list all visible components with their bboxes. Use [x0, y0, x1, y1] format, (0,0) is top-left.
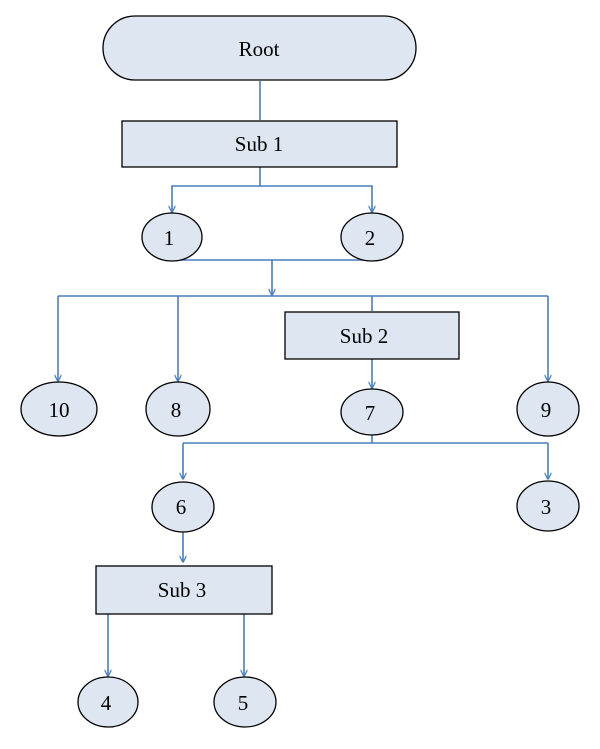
node-10: 10 [20, 381, 98, 437]
node-9: 9 [516, 381, 580, 437]
node-8: 8 [145, 381, 211, 437]
node-sub3-label: Sub 3 [158, 578, 206, 602]
node-6: 6 [151, 481, 215, 533]
node-4-label: 4 [101, 691, 112, 715]
node-sub3: Sub 3 [95, 565, 273, 615]
node-1: 1 [141, 212, 203, 262]
node-sub2-label: Sub 2 [340, 324, 388, 348]
node-6-label: 6 [176, 495, 187, 519]
node-9-label: 9 [541, 398, 552, 422]
node-root: Root [102, 15, 417, 81]
node-sub1-label: Sub 1 [235, 132, 283, 156]
node-4: 4 [77, 676, 139, 728]
node-2: 2 [340, 212, 404, 262]
edge-sub1-to-2 [260, 185, 372, 212]
node-3-label: 3 [541, 495, 552, 519]
node-10-label: 10 [49, 398, 70, 422]
node-8-label: 8 [171, 398, 182, 422]
connectors [58, 81, 548, 676]
node-root-label: Root [239, 37, 280, 61]
node-7-label: 7 [365, 401, 376, 425]
node-sub2: Sub 2 [284, 311, 460, 360]
node-2-label: 2 [365, 226, 376, 250]
node-7: 7 [340, 388, 404, 436]
node-5-label: 5 [238, 691, 249, 715]
node-5: 5 [213, 676, 277, 728]
node-1-label: 1 [164, 226, 175, 250]
edge-sub1-children [172, 167, 261, 212]
node-sub1: Sub 1 [121, 120, 398, 168]
node-3: 3 [516, 480, 580, 532]
